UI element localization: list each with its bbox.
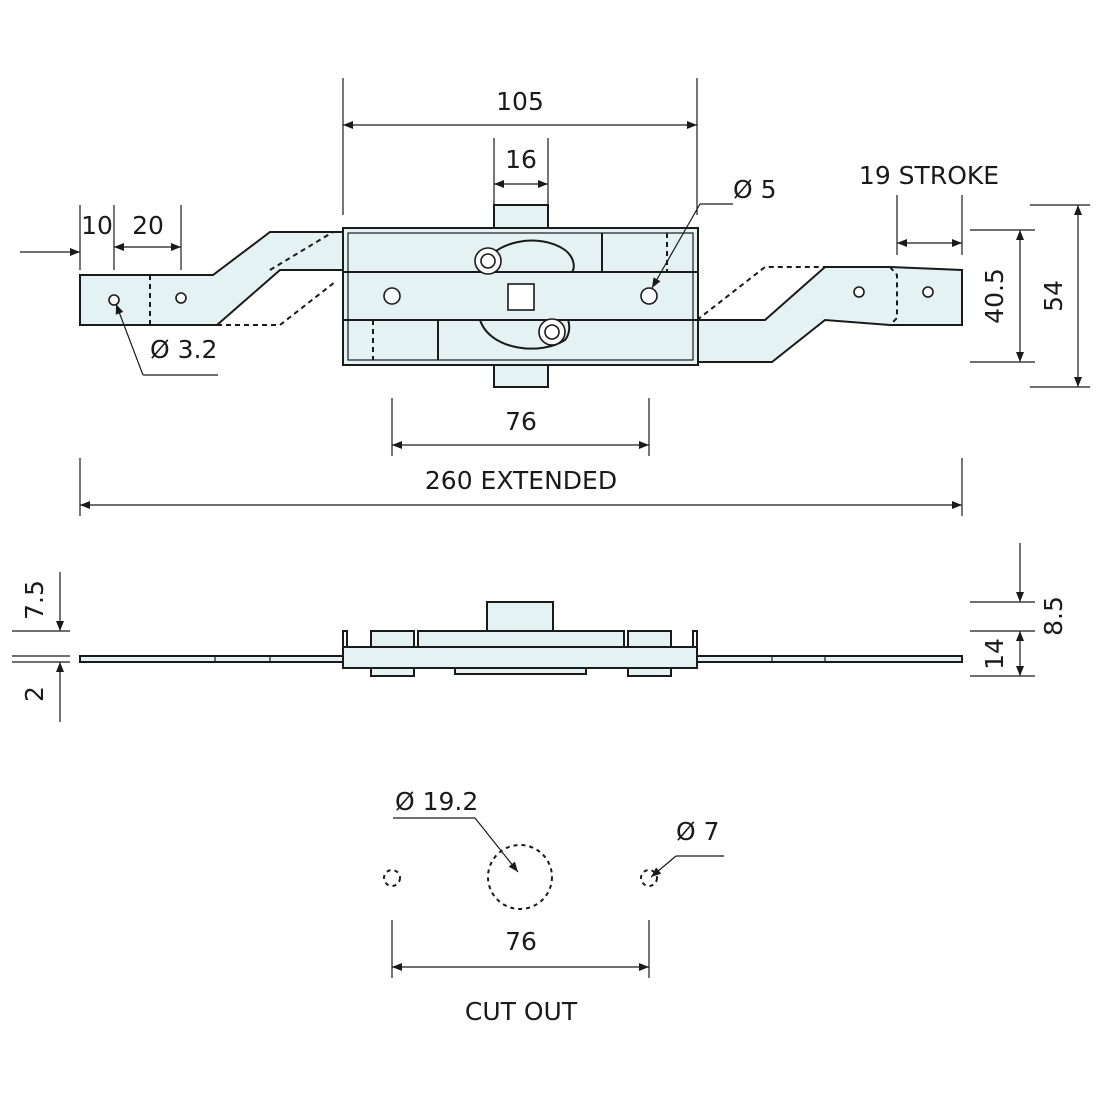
top-view: 105 16 10 20 Ø 5 Ø 3.2 [20, 78, 1090, 516]
fixing-hole-left [383, 287, 401, 305]
dimension-2-label: 2 [20, 686, 49, 702]
dimension-16-label: 16 [505, 145, 537, 174]
cutout-main-hole [487, 844, 553, 910]
side-view: 7.5 2 8.5 14 [12, 543, 1068, 722]
dimension-8-5-label: 8.5 [1039, 596, 1068, 636]
bottom-tab [493, 362, 549, 388]
diameter-3-2-label: Ø 3.2 [150, 335, 217, 364]
dimension-19-stroke: 19 STROKE [859, 161, 999, 255]
rod-hole-left-inner [175, 292, 187, 304]
diameter-7-callout: Ø 7 [650, 817, 724, 878]
dimension-7-5-label: 7.5 [20, 580, 49, 620]
cutout-hole-left [383, 869, 401, 887]
lock-body [342, 227, 699, 366]
diameter-7-label: Ø 7 [676, 817, 720, 846]
dimension-7-5-and-2: 7.5 2 [12, 572, 70, 722]
dimension-16: 16 [493, 138, 549, 205]
rod-hole-right-inner [853, 286, 865, 298]
top-tab [493, 204, 549, 231]
diameter-5-label: Ø 5 [733, 175, 777, 204]
cut-out-view: Ø 19.2 Ø 7 76 CUT OUT [383, 787, 724, 1026]
dimension-76-cutout: 76 [391, 920, 650, 978]
diameter-19-2-label: Ø 19.2 [395, 787, 478, 816]
dimension-260-extended: 260 EXTENDED [79, 458, 963, 516]
dimension-10-label: 10 [81, 211, 113, 240]
rod-hole-left [108, 294, 120, 306]
extended-260-label: 260 EXTENDED [425, 466, 617, 495]
dimension-76-top: 76 [391, 398, 650, 456]
dimension-105: 105 [342, 78, 698, 215]
cut-out-title: CUT OUT [465, 997, 578, 1026]
side-top-boss [486, 601, 554, 632]
right-locking-bar [696, 266, 963, 363]
dimension-10-20: 10 20 [20, 205, 182, 270]
spindle-square [507, 283, 535, 311]
dimension-20-label: 20 [132, 211, 164, 240]
cutout-hole-right [640, 869, 658, 887]
fixing-hole-right [640, 287, 658, 305]
dimension-40-5-label: 40.5 [980, 268, 1009, 324]
dimension-105-label: 105 [496, 87, 544, 116]
dimension-40-5: 40.5 [970, 229, 1035, 363]
diameter-3-2-callout: Ø 3.2 [115, 303, 218, 376]
dimension-14-label: 14 [980, 638, 1009, 670]
dimension-54-label: 54 [1039, 280, 1068, 312]
dimension-54: 54 [1030, 204, 1090, 388]
cutout-dimension-76-label: 76 [505, 927, 537, 956]
stroke-19-label: 19 STROKE [859, 161, 999, 190]
dimension-76-label: 76 [505, 407, 537, 436]
left-locking-bar [79, 231, 344, 326]
rod-hole-right [922, 286, 934, 298]
dimension-8-5-and-14: 8.5 14 [970, 543, 1068, 677]
diameter-5-callout: Ø 5 [651, 175, 777, 289]
side-body [342, 646, 698, 669]
diameter-19-2-callout: Ø 19.2 [393, 787, 519, 873]
